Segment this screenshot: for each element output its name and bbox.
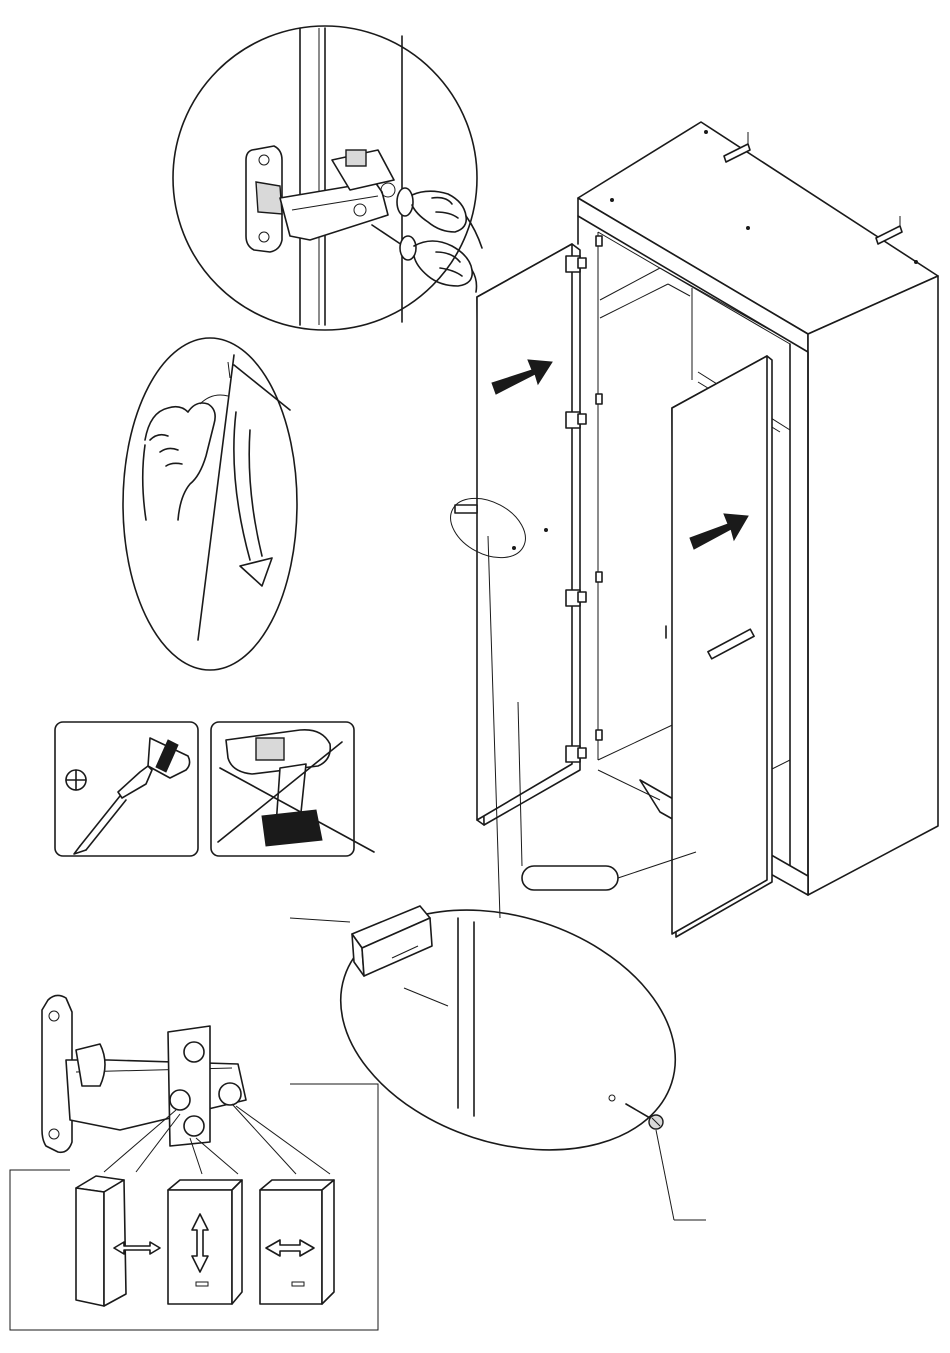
tools-panel xyxy=(55,722,374,856)
phillips-icon xyxy=(66,770,86,790)
hinge-adjustment-detail xyxy=(10,995,378,1330)
hinge-mounting-detail xyxy=(173,26,482,330)
right-door xyxy=(666,356,772,937)
door-handle xyxy=(455,505,477,513)
adjust-side-to-side-box xyxy=(76,1176,160,1306)
adjust-up-down-box xyxy=(168,1180,242,1304)
double-arrow-icon xyxy=(114,1242,160,1254)
hinge-clip-on-detail xyxy=(123,338,297,670)
left-door xyxy=(440,236,602,825)
adjust-in-out-box xyxy=(260,1180,334,1304)
